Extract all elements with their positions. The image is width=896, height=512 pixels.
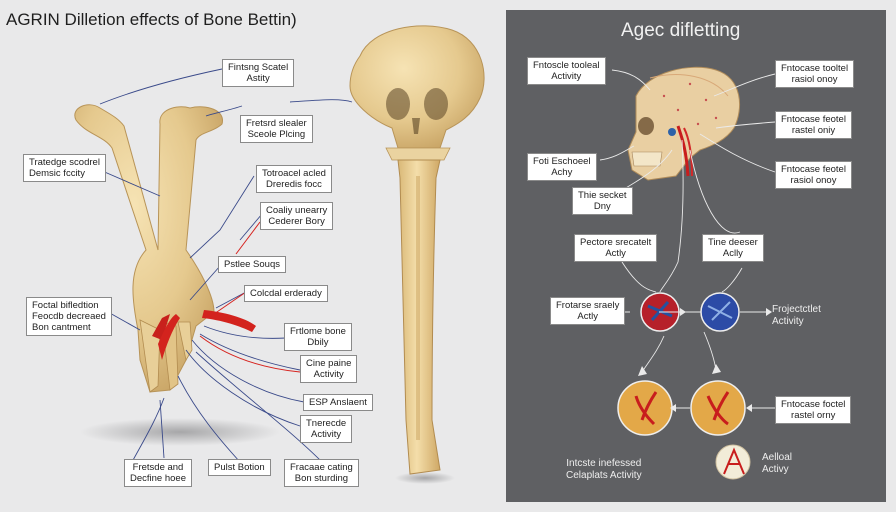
forked-bone-illustration [74,104,256,393]
label-r3: Fntocase feotel rastel oniy [775,111,852,139]
skull-shaft-illustration [349,25,485,475]
label-l4: Totroacel acled Dreredis focc [256,165,332,193]
label-l8: Foctal bifledtion Feocdb decreaed Bon ca… [26,297,112,336]
left-red-connectors [199,221,301,373]
left-connectors [99,68,353,463]
label-l3: Tratedge scodrel Demsic fccity [23,154,106,182]
label-r7: Pectore srecatelt Actly [574,234,658,262]
label-r5: Fntocase feotel rasiol onoy [775,161,852,189]
label-r13: Aelloal Activy [762,452,793,475]
label-r12: Intcste inefessed Celaplats Activity [566,458,642,481]
right-arrowheads [638,308,772,412]
left-title: AGRIN Dilletion effects of Bone Bettin) [6,10,297,29]
label-r1: Fntoscle tooleal Activity [527,57,606,85]
label-l5: Coaliy unearry Cederer Bory [260,202,334,230]
label-l10: Cine paine Activity [300,355,358,383]
label-r11: Fntocase foctel rastel orny [775,396,852,424]
label-l2: Fretsrd slealer Sceole Plcing [240,115,313,143]
label-l12: Tnerecde Activity [300,415,353,443]
bone-shadow [80,418,280,446]
label-l6: Pstlee Souqs [218,256,286,273]
label-l14: Pulst Botion [208,459,271,476]
cell-diagrams [617,292,751,480]
right-title: Agec difletting [621,20,741,41]
label-l7: Colcdal erderady [244,285,328,302]
label-l9: Frtlome bone Dbily [284,323,352,351]
label-r2: Fntocase tooltel rasiol onoy [775,60,855,88]
shaft-shadow [395,472,455,484]
label-r4: Foti Eschoeel Achy [527,153,597,181]
skull-illustration [627,66,741,181]
label-l13: Fretsde and Decfine hoee [124,459,192,487]
label-r8: Tine deeser Aclly [702,234,764,262]
label-r9: Frotarse sraely Actly [550,297,626,325]
label-l15: Fracaae cating Bon sturding [284,459,359,487]
label-r10: Frojectctlet Activity [772,304,821,327]
label-l11: ESP Anslaent [303,394,373,411]
label-r6: Thie secket Dny [572,187,633,215]
label-l1: Fintsng Scatel Astity [222,59,295,87]
